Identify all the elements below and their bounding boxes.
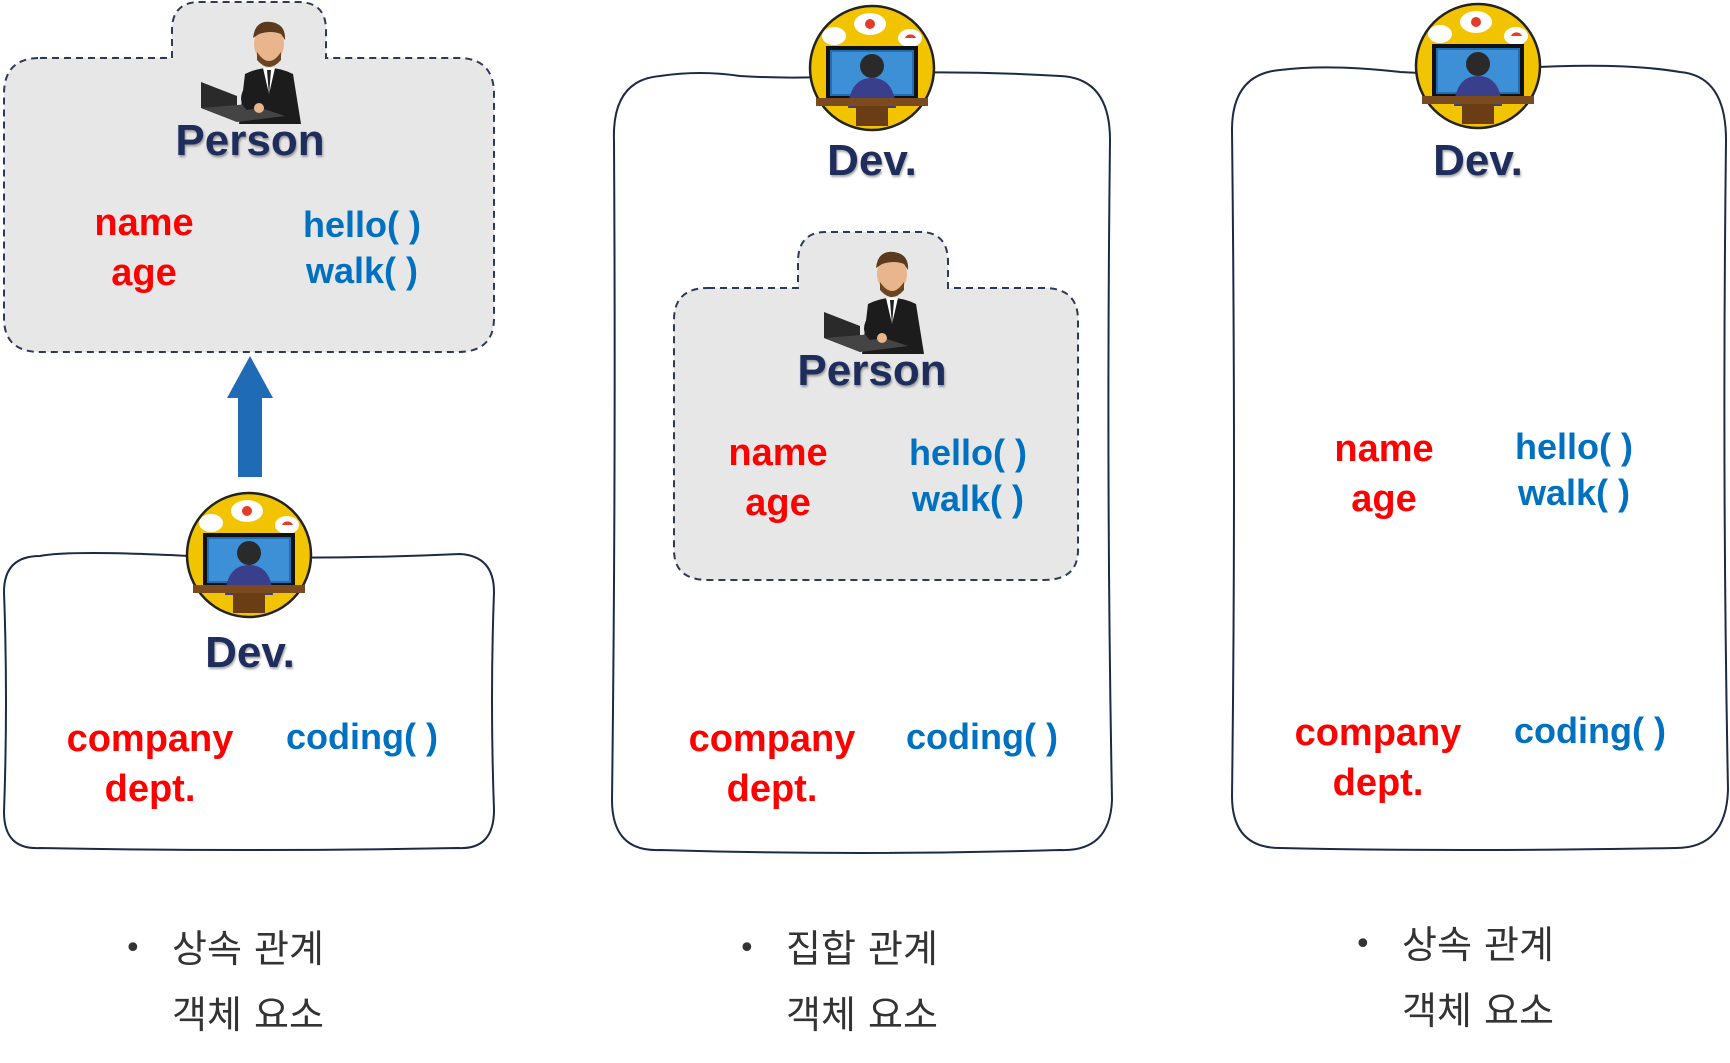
attribute-company: company xyxy=(688,718,856,760)
note-line-2: 객체 요소 xyxy=(1402,989,1554,1033)
person-class-title: Person xyxy=(175,116,325,165)
dev-container-title: Dev. xyxy=(827,136,917,185)
dev-attributes: company dept. xyxy=(30,714,270,814)
person-class-box xyxy=(3,1,495,353)
attribute-age: age xyxy=(745,482,811,524)
note-line-1: 상속 관계 xyxy=(172,927,324,971)
note-line-2: 객체 요소 xyxy=(172,993,324,1037)
developer-desk-icon xyxy=(808,4,936,132)
own-methods: coding( ) xyxy=(1470,708,1710,754)
inherited-methods: hello( ) walk( ) xyxy=(1454,424,1694,516)
person-part-box xyxy=(673,231,1079,581)
dev-class-title: Dev. xyxy=(205,628,295,677)
note-line-2: 객체 요소 xyxy=(786,993,938,1037)
note-inheritance: • 상속 관계 객체 요소 xyxy=(124,916,324,1048)
dev-flattened-title: Dev. xyxy=(1433,136,1523,185)
attribute-name: name xyxy=(728,432,828,474)
person-methods: hello( ) walk( ) xyxy=(242,202,482,294)
note-line-1: 집합 관계 xyxy=(786,927,938,971)
attribute-age: age xyxy=(1351,478,1417,520)
note-flattened: • 상속 관계 객체 요소 xyxy=(1354,912,1554,1044)
method-coding: coding( ) xyxy=(906,716,1058,757)
person-attributes: name age xyxy=(24,198,264,298)
attribute-company: company xyxy=(66,718,234,760)
attribute-name: name xyxy=(1334,428,1434,470)
method-walk: walk( ) xyxy=(1517,472,1631,513)
method-hello: hello( ) xyxy=(909,432,1027,473)
method-walk: walk( ) xyxy=(305,250,419,291)
note-line-1: 상속 관계 xyxy=(1402,923,1554,967)
attribute-dept: dept. xyxy=(1332,762,1424,804)
up-arrow-icon xyxy=(227,356,273,477)
method-walk: walk( ) xyxy=(911,478,1025,519)
attribute-name: name xyxy=(94,202,194,244)
attribute-dept: dept. xyxy=(726,768,818,810)
method-coding: coding( ) xyxy=(286,716,438,757)
method-hello: hello( ) xyxy=(303,204,421,245)
dev-methods: coding( ) xyxy=(242,714,482,760)
note-aggregation: • 집합 관계 객체 요소 xyxy=(738,916,938,1048)
developer-desk-icon xyxy=(1414,2,1542,130)
person-part-methods: hello( ) walk( ) xyxy=(848,430,1088,522)
person-part-title: Person xyxy=(797,346,947,395)
person-part-attributes: name age xyxy=(658,428,898,528)
dev-container-attributes: company dept. xyxy=(652,714,892,814)
attribute-company: company xyxy=(1294,712,1462,754)
method-hello: hello( ) xyxy=(1515,426,1633,467)
dev-container-methods: coding( ) xyxy=(862,714,1102,760)
own-attributes: company dept. xyxy=(1258,708,1498,808)
attribute-dept: dept. xyxy=(104,768,196,810)
developer-desk-icon xyxy=(185,491,313,619)
attribute-age: age xyxy=(111,252,177,294)
inherited-attributes: name age xyxy=(1264,424,1504,524)
method-coding: coding( ) xyxy=(1514,710,1666,751)
